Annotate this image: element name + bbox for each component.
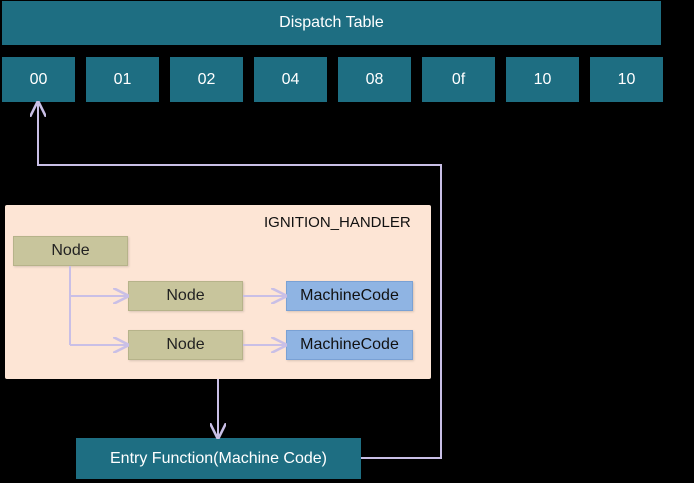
entry-function-box: Entry Function(Machine Code)	[76, 438, 361, 479]
dispatch-table-header: Dispatch Table	[2, 1, 661, 45]
dispatch-cell: 01	[86, 57, 159, 102]
dispatch-cell: 08	[338, 57, 411, 102]
ignition-handler-title: IGNITION_HANDLER	[264, 214, 411, 231]
machine-code-box: MachineCode	[286, 330, 413, 360]
root-node: Node	[13, 236, 128, 266]
dispatch-cell: 10	[506, 57, 579, 102]
machine-code-box: MachineCode	[286, 281, 413, 311]
dispatch-cell: 04	[254, 57, 327, 102]
dispatch-cell: 00	[2, 57, 75, 102]
dispatch-cell: 0f	[422, 57, 495, 102]
child-node: Node	[128, 281, 243, 311]
child-node: Node	[128, 330, 243, 360]
dispatch-cell: 10	[590, 57, 663, 102]
dispatch-cell: 02	[170, 57, 243, 102]
